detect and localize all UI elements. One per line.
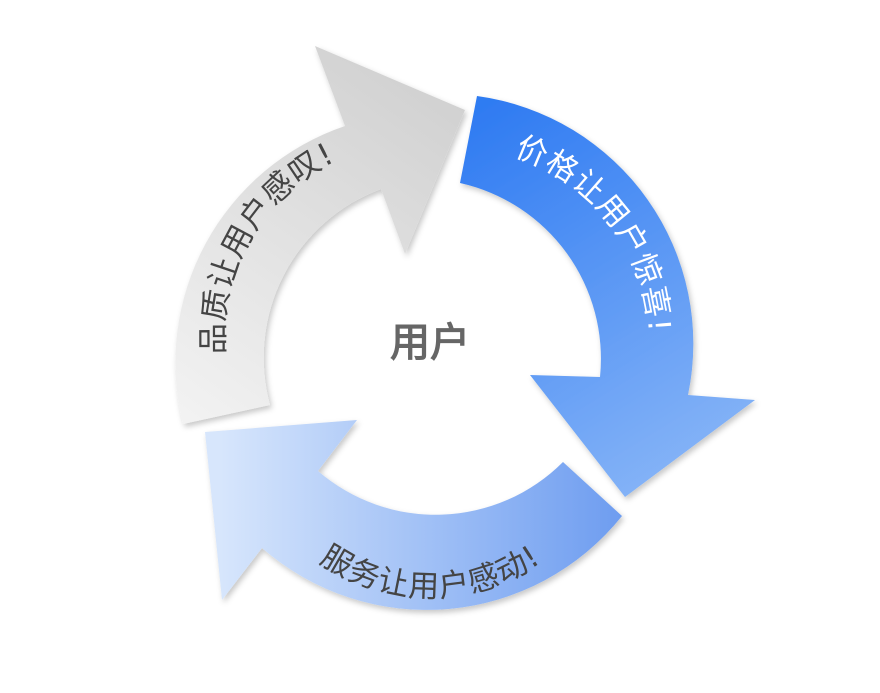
price-arrow <box>460 96 755 497</box>
quality-arrow <box>175 46 465 424</box>
service-arrow <box>205 420 622 610</box>
center-user-label: 用户 <box>390 320 470 366</box>
